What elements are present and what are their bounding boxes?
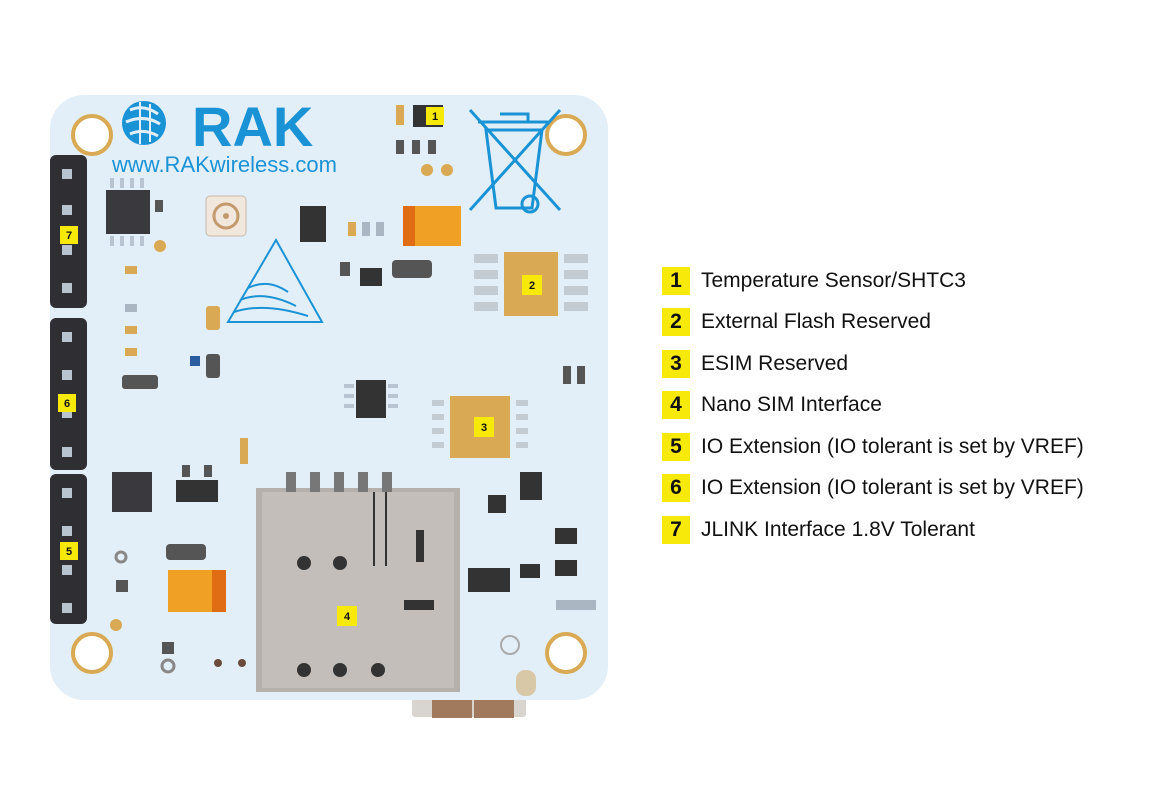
triangle-logo-icon	[226, 237, 324, 323]
nano-sim-holder	[256, 472, 460, 692]
marker-3: 3	[474, 417, 494, 437]
lower-left-components	[110, 438, 248, 674]
svg-text:5: 5	[66, 546, 72, 558]
legend-number: 4	[662, 391, 690, 420]
svg-text:4: 4	[344, 611, 351, 623]
marker-2: 2	[522, 275, 542, 295]
legend-number: 7	[662, 515, 690, 544]
rak-logo-icon	[122, 101, 166, 145]
legend-item-1: 1 Temperature Sensor/SHTC3	[662, 260, 1142, 302]
svg-text:1: 1	[432, 111, 438, 123]
legend-number: 3	[662, 349, 690, 378]
legend-label: External Flash Reserved	[701, 310, 931, 334]
legend-label: IO Extension (IO tolerant is set by VREF…	[701, 476, 1084, 500]
chip-middle	[344, 380, 398, 418]
legend-item-6: 6 IO Extension (IO tolerant is set by VR…	[662, 468, 1142, 510]
lower-right-components	[468, 366, 596, 696]
legend-number: 1	[662, 266, 690, 295]
legend-label: ESIM Reserved	[701, 351, 849, 375]
svg-text:2: 2	[529, 280, 535, 292]
mounting-holes	[71, 114, 587, 674]
svg-text:3: 3	[481, 422, 487, 434]
marker-7: 7	[60, 226, 78, 244]
marker-1: 1	[426, 107, 444, 125]
legend-item-5: 5 IO Extension (IO tolerant is set by VR…	[662, 426, 1142, 468]
legend-item-2: 2 External Flash Reserved	[662, 302, 1142, 344]
legend-item-3: 3 ESIM Reserved	[662, 343, 1142, 385]
marker-5: 5	[60, 542, 78, 560]
legend-item-4: 4 Nano SIM Interface	[662, 385, 1142, 427]
legend-number: 2	[662, 308, 690, 337]
svg-text:6: 6	[64, 398, 70, 410]
marker-6: 6	[58, 394, 76, 412]
legend-number: 6	[662, 474, 690, 503]
legend-label: JLINK Interface 1.8V Tolerant	[701, 517, 975, 541]
external-flash-footprint	[474, 252, 588, 316]
brand-website: www.RAKwireless.com	[111, 152, 337, 177]
legend-label: IO Extension (IO tolerant is set by VREF…	[701, 434, 1084, 458]
tantalum-capacitor-bottom	[168, 570, 226, 612]
legend-item-7: 7 JLINK Interface 1.8V Tolerant	[662, 509, 1142, 551]
legend-label: Temperature Sensor/SHTC3	[701, 268, 966, 292]
usb-connector	[412, 695, 526, 718]
legend-label: Nano SIM Interface	[701, 393, 882, 417]
svg-text:7: 7	[66, 230, 72, 242]
small-components	[122, 105, 453, 389]
recycle-bin-icon	[468, 108, 562, 214]
legend-number: 5	[662, 432, 690, 461]
esim-footprint	[432, 396, 528, 458]
tantalum-capacitor-top	[403, 206, 461, 246]
marker-4: 4	[337, 606, 357, 626]
brand-name: RAK	[192, 95, 313, 158]
chip-top-left	[106, 178, 150, 246]
legend: 1 Temperature Sensor/SHTC3 2 External Fl…	[662, 260, 1142, 551]
antenna-connector	[205, 195, 247, 237]
